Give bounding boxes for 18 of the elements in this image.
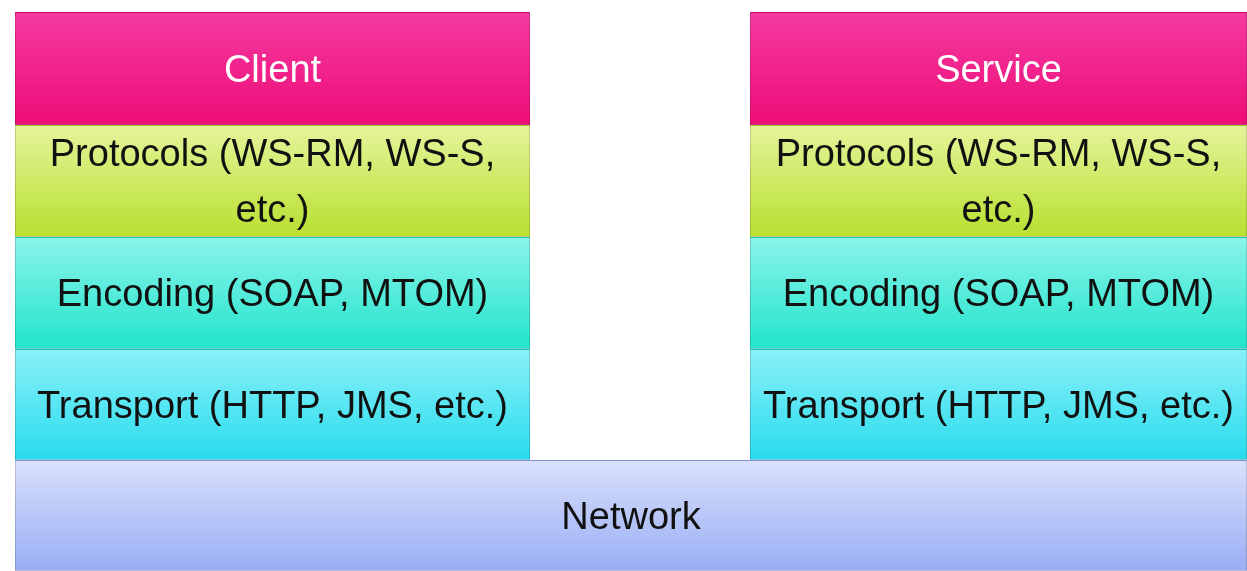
layer-box: [750, 125, 1247, 237]
layer-box: [750, 349, 1247, 460]
layer-label: Network: [561, 493, 701, 539]
layer-box: [750, 12, 1247, 125]
layer-box: [15, 460, 1247, 571]
layer-label: Transport (HTTP, JMS, etc.): [37, 382, 508, 428]
layer-box: [15, 349, 530, 460]
layer-box: [15, 12, 530, 125]
layer-label: Protocols (WS-RM, WS-S, etc.): [48, 131, 497, 232]
layer-label: Protocols (WS-RM, WS-S, etc.): [774, 131, 1223, 232]
layer-box: [15, 237, 530, 349]
layer-box: [750, 237, 1247, 349]
layer-label: Service: [935, 46, 1062, 92]
layer-label: Encoding (SOAP, MTOM): [782, 271, 1215, 316]
layer-label: Encoding (SOAP, MTOM): [56, 271, 489, 316]
layer-label: Client: [223, 46, 322, 92]
layer-label: Transport (HTTP, JMS, etc.): [763, 382, 1234, 428]
layer-box: [15, 125, 530, 237]
